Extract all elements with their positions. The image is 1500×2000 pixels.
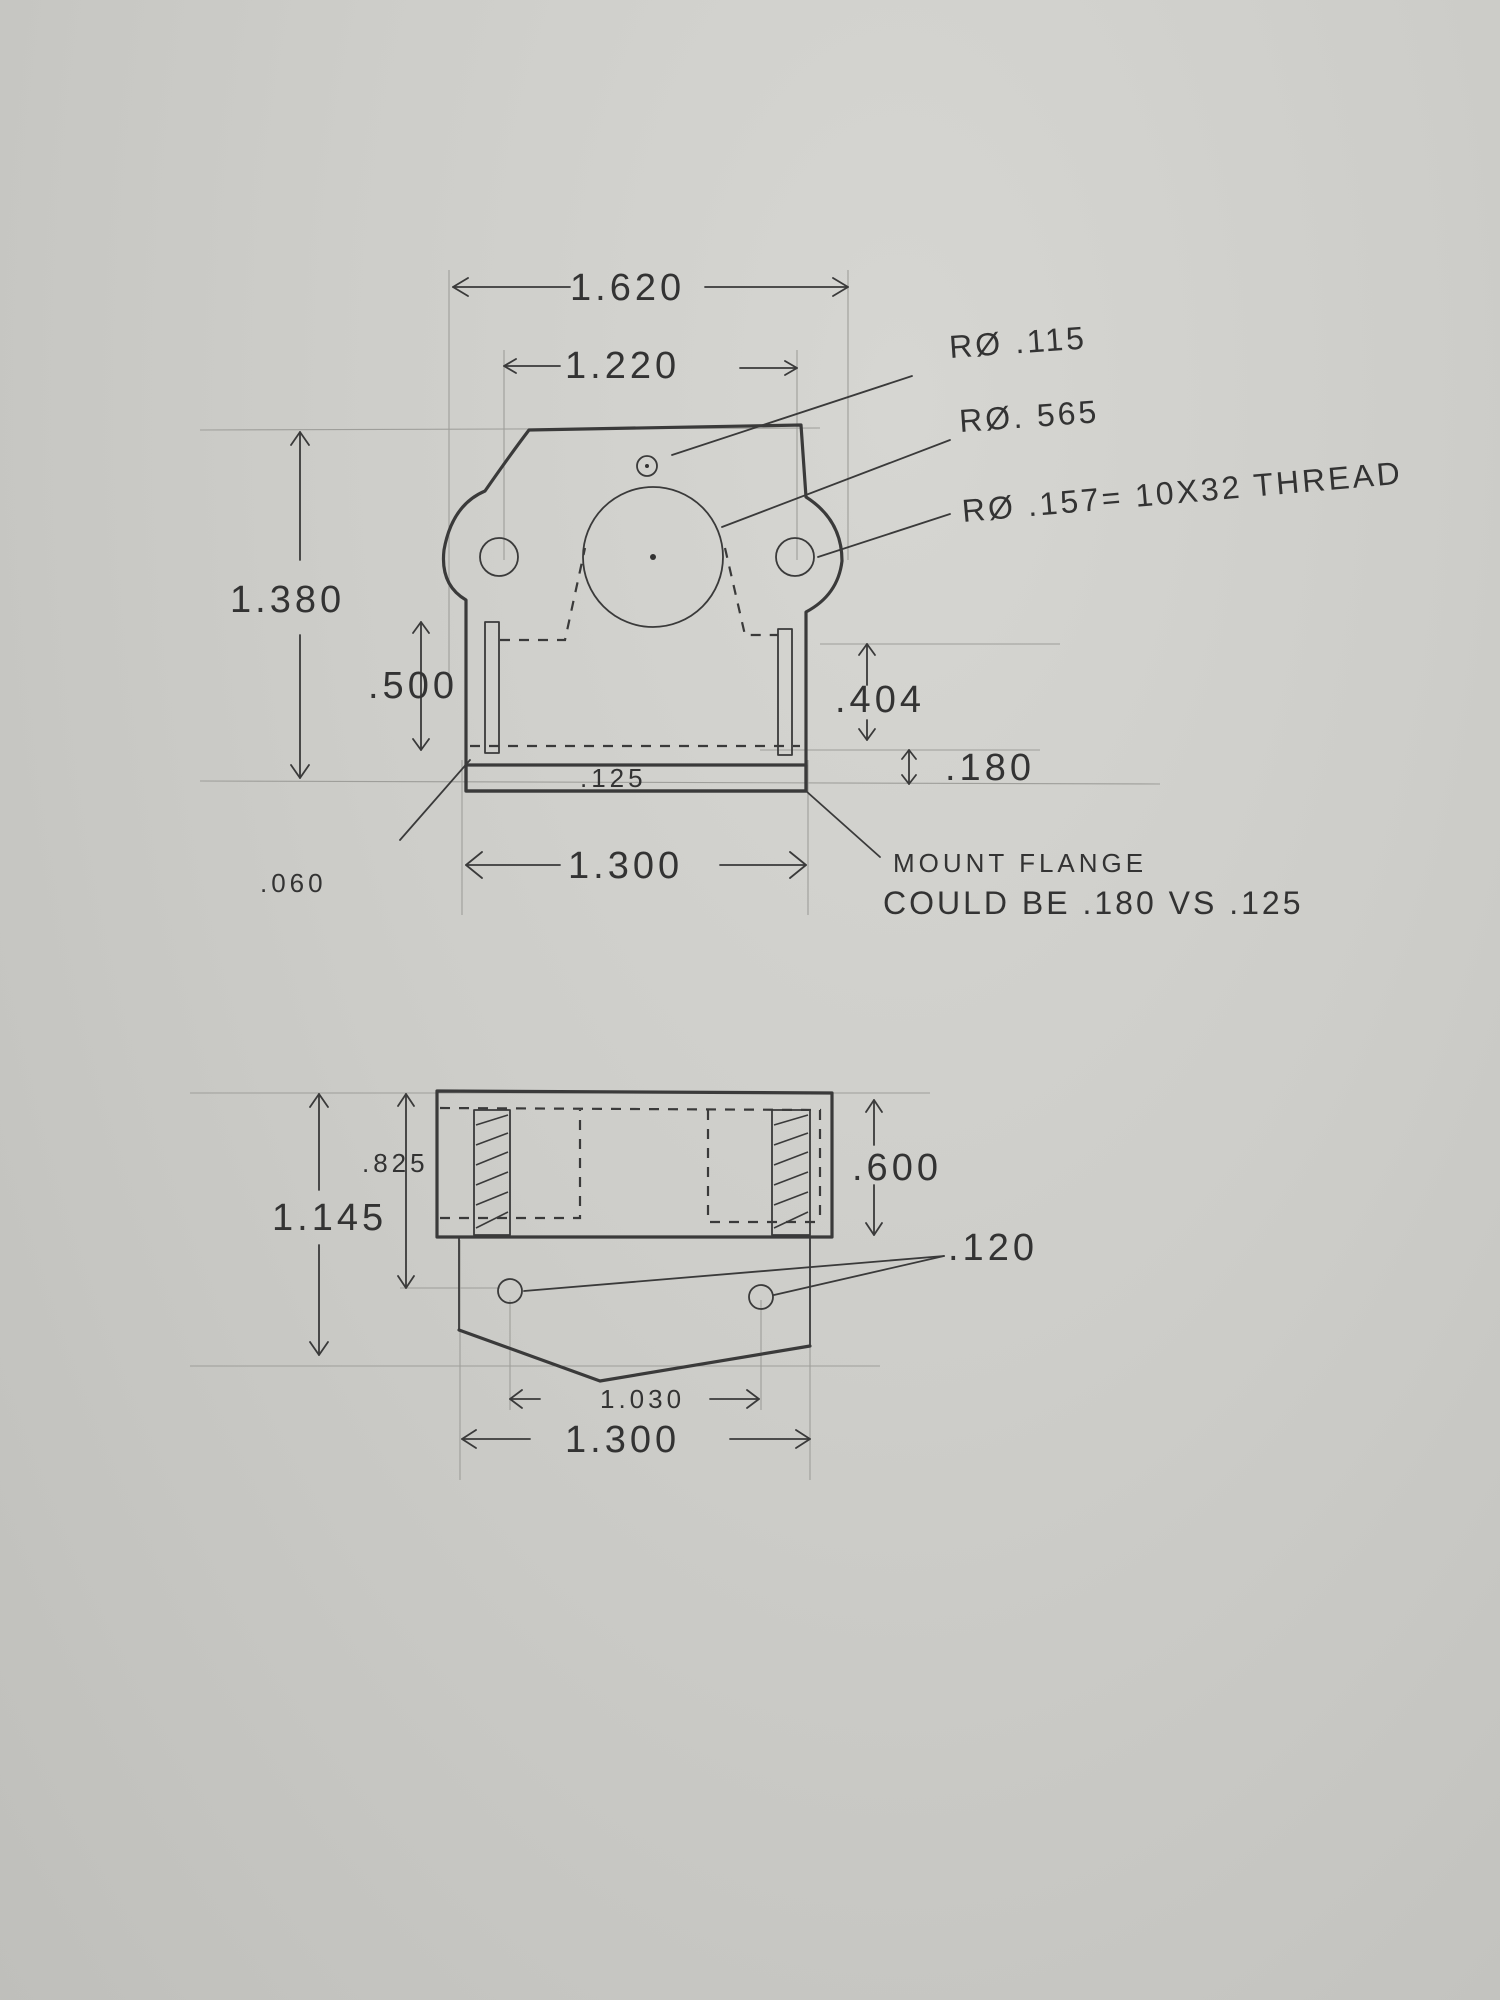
dim-base-width: 1.300 <box>568 845 683 887</box>
small-hole <box>636 455 658 477</box>
thread-hatch-right <box>771 1109 811 1236</box>
dim-hole-size: .120 <box>948 1227 1038 1269</box>
hidden-line <box>439 1106 822 1224</box>
flange-note-line1: MOUNT FLANGE <box>893 848 1147 878</box>
right-thread-hole <box>775 537 815 577</box>
bottom-view-v-edge <box>457 1328 812 1383</box>
dim-overall-height: 1.380 <box>230 579 345 621</box>
dim-hole-spacing: 1.220 <box>565 345 680 387</box>
top-view-outline <box>441 423 844 793</box>
bottom-dimensions <box>309 1093 945 1449</box>
dim-bottom-hole-spacing: 1.030 <box>600 1384 685 1414</box>
dim-flange-thickness: .180 <box>945 747 1035 789</box>
top-view <box>441 423 844 793</box>
top-labels: 1.620 1.220 1.380 .500 .404 .180 .125 .0… <box>230 267 1404 921</box>
dim-bottom-inner-height: .600 <box>852 1147 942 1189</box>
flange-note-line2: COULD BE .180 VS .125 <box>883 885 1304 921</box>
dim-bottom-overall-height: 1.145 <box>272 1197 387 1239</box>
dim-overall-width: 1.620 <box>570 267 685 309</box>
dim-slot-depth: .500 <box>368 665 458 707</box>
bottom-view-upper-block <box>435 1089 834 1239</box>
dim-bottom-upper-height: .825 <box>362 1148 429 1178</box>
dim-flange-inner: .125 <box>580 763 647 793</box>
left-slot <box>484 621 500 754</box>
thread-hatching <box>475 1114 809 1229</box>
bottom-labels: 1.145 .825 .600 .120 1.030 1.300 <box>272 1147 1038 1461</box>
right-slot <box>777 628 793 756</box>
bottom-view-lower-sides <box>458 1236 811 1347</box>
bottom-view <box>435 1089 834 1383</box>
thread-hatch-left <box>473 1109 511 1236</box>
small-hole-center <box>645 464 649 468</box>
callout-small-hole: RØ .115 <box>948 319 1088 365</box>
hole-left <box>497 1278 523 1304</box>
mount-flange <box>464 763 808 793</box>
top-dimensions <box>290 277 951 879</box>
left-thread-hole <box>479 537 519 577</box>
hole-right <box>748 1284 774 1310</box>
bore-circle <box>582 486 724 628</box>
dim-bottom-base-width: 1.300 <box>565 1419 680 1461</box>
callout-bore: RØ. 565 <box>958 393 1100 439</box>
dim-corner: .060 <box>260 868 327 898</box>
hidden-line <box>500 547 778 642</box>
callout-thread: RØ .157= 10X32 THREAD <box>960 455 1404 529</box>
dim-pocket-depth: .404 <box>835 679 925 721</box>
bore-center-mark <box>650 554 656 560</box>
